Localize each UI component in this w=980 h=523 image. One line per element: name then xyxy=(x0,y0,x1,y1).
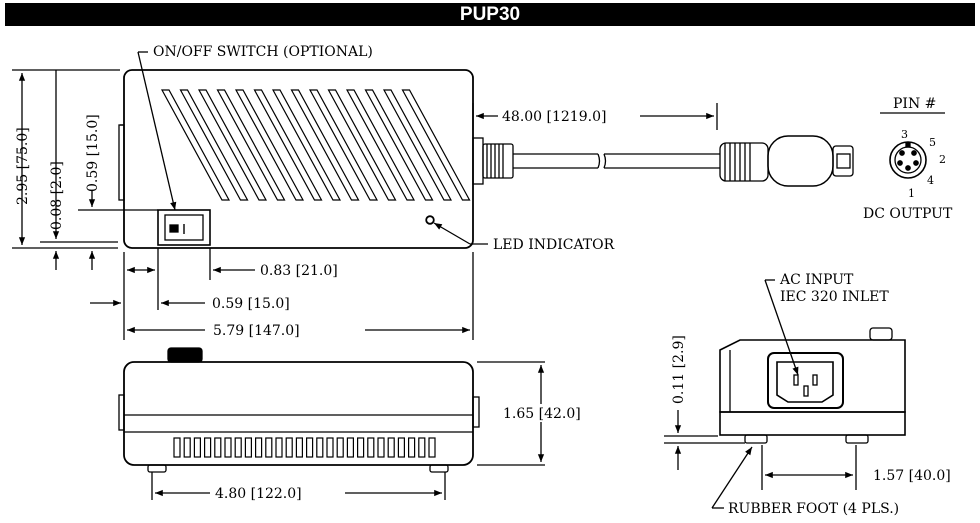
side-vent-slot xyxy=(408,437,416,458)
side-vent-slot xyxy=(214,437,222,458)
side-vent-slot xyxy=(204,437,212,458)
side-vent-slot xyxy=(336,437,344,458)
foot-end-left xyxy=(744,434,768,444)
side-vent-slot xyxy=(306,437,314,458)
dim-5-79-label: 5.79 [147.0] xyxy=(213,323,300,339)
side-vent-slot xyxy=(346,437,354,458)
side-vent-slot xyxy=(265,437,273,458)
switch-side xyxy=(167,347,203,363)
vent-slot xyxy=(308,89,379,201)
top-view: ON/OFF SWITCH (OPTIONAL) LED INDICATOR xyxy=(12,44,854,340)
side-vent-slot xyxy=(326,437,334,458)
vent-slot xyxy=(197,89,268,201)
side-vent-slots xyxy=(173,437,436,458)
side-vent-slot xyxy=(275,437,283,458)
dim-1-57-label: 1.57 [40.0] xyxy=(873,468,951,484)
ac-input-label: AC INPUT xyxy=(779,272,854,288)
pin-2: 2 xyxy=(939,153,946,166)
vent-slot xyxy=(160,89,231,201)
side-vent-slot xyxy=(316,437,324,458)
dim-0-59-v-label: 0.59 [15.0] xyxy=(85,114,101,192)
switch-housing xyxy=(157,209,211,246)
vent-slot xyxy=(345,89,416,201)
side-vent-slot xyxy=(397,437,405,458)
dim-4-80-label: 4.80 [122.0] xyxy=(215,486,302,502)
foot-right xyxy=(429,464,449,473)
side-vent-slot xyxy=(428,437,436,458)
pin-4: 4 xyxy=(927,174,934,187)
switch-rocker xyxy=(169,224,179,233)
side-vent-slot xyxy=(224,437,232,458)
dc-plug xyxy=(719,135,854,187)
vent-slot xyxy=(290,89,360,201)
dim-2-95-label: 2.95 [75.0] xyxy=(15,127,31,205)
vent-slot xyxy=(253,89,323,201)
vent-slot xyxy=(234,89,305,201)
dc-connector-face xyxy=(889,141,927,179)
end-body-top xyxy=(719,339,906,413)
side-vent-slot xyxy=(357,437,365,458)
side-vent-slot xyxy=(244,437,252,458)
dim-1-65-label: 1.65 [42.0] xyxy=(503,406,581,422)
side-vent-slot xyxy=(193,437,201,458)
side-vent-slot xyxy=(234,437,242,458)
side-vent-slot xyxy=(295,437,303,458)
end-view: AC INPUT IEC 320 INLET 0.11 [2.9] 1.57 [… xyxy=(664,272,951,517)
adapter-body-side xyxy=(123,361,474,466)
vent-slot xyxy=(401,89,471,201)
foot-end-right xyxy=(845,434,869,444)
dim-0-59-h-label: 0.59 [15.0] xyxy=(212,296,290,312)
side-tab xyxy=(118,124,125,201)
strain-relief xyxy=(472,137,514,185)
pin-3: 3 xyxy=(901,128,908,141)
end-body-bottom xyxy=(719,411,906,436)
dim-0-83-label: 0.83 [21.0] xyxy=(260,263,338,279)
page-title: PUP30 xyxy=(5,3,975,26)
side-vent-slot xyxy=(418,437,426,458)
side-vent-slot xyxy=(387,437,395,458)
vent-slot xyxy=(382,89,453,201)
vent-slot xyxy=(216,89,286,201)
pin-5: 5 xyxy=(929,136,936,149)
side-vent-slot xyxy=(173,437,181,458)
rubber-foot-label: RUBBER FOOT (4 PLS.) xyxy=(728,501,899,517)
switch-label: ON/OFF SWITCH (OPTIONAL) xyxy=(153,44,373,60)
pin-1: 1 xyxy=(908,187,915,200)
foot-left xyxy=(147,464,167,473)
dim-0-08-label: 0.08 [2.0] xyxy=(49,161,65,230)
vent-slots xyxy=(160,89,471,201)
side-vent-slot xyxy=(255,437,263,458)
side-view: 1.65 [42.0] 4.80 [122.0] xyxy=(118,347,606,502)
vent-slot xyxy=(271,89,342,201)
vent-slot xyxy=(327,89,397,201)
vent-slot xyxy=(179,89,249,201)
pin-header: PIN # xyxy=(893,96,936,112)
led-label: LED INDICATOR xyxy=(493,237,615,253)
iec-inlet xyxy=(767,352,844,409)
led-indicator xyxy=(425,215,435,225)
pin-diagram: PIN # 3 5 2 4 1 DC OUTPUT xyxy=(863,96,953,222)
side-vent-slot xyxy=(285,437,293,458)
vent-slot xyxy=(364,89,434,201)
cable-length-label: 48.00 [1219.0] xyxy=(502,109,606,125)
side-vent-slot xyxy=(183,437,191,458)
dim-0-11-label: 0.11 [2.9] xyxy=(671,335,687,404)
dc-output-label: DC OUTPUT xyxy=(863,206,953,222)
side-vent-slot xyxy=(367,437,375,458)
iec-inlet-label: IEC 320 INLET xyxy=(780,289,889,305)
side-vent-slot xyxy=(377,437,385,458)
cable xyxy=(513,153,598,169)
